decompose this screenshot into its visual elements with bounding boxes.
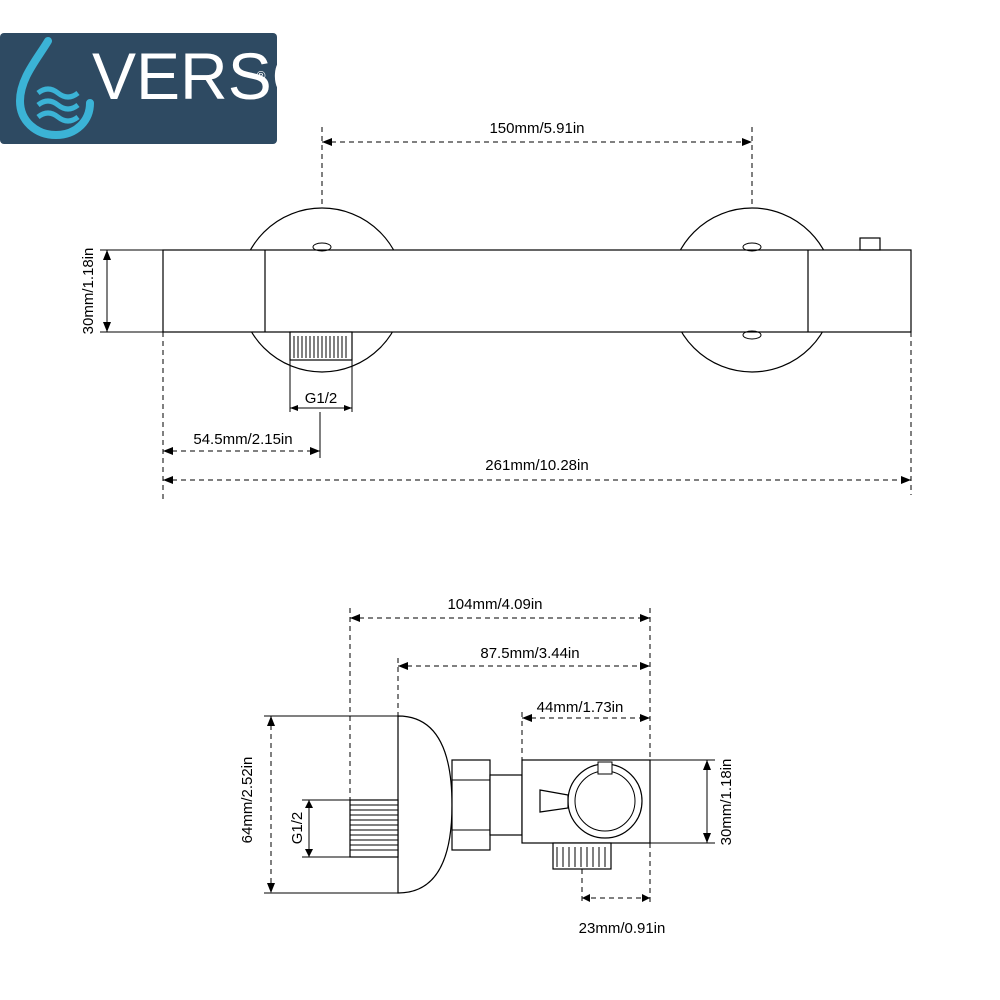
dim-offset: 54.5mm/2.15in [193,431,292,448]
dim-height: 30mm/1.18in [80,248,97,335]
handle-lever [539,789,569,813]
mount-hole-right [742,242,762,252]
connector-pipe [489,774,523,836]
mixer-body [162,249,912,333]
dim-outlet-offset: 23mm/0.91in [579,920,666,937]
dim-depth-total: 104mm/4.09in [447,596,542,613]
dim-height-total: 64mm/2.52in [239,757,256,844]
dim-thread-top: G1/2 [305,390,338,407]
dim-thread-side: G1/2 [289,812,306,845]
dim-spacing: 150mm/5.91in [489,120,584,137]
side-view: 104mm/4.09in 87.5mm/3.44in 44mm/1.73in 6… [239,596,735,937]
registered-mark: ® [255,69,267,83]
thread-lines [293,336,347,358]
side-thread-lines [350,804,398,851]
dim-depth-holder: 44mm/1.73in [537,699,624,716]
union-nut [451,759,491,851]
mount-hole-right-bottom [742,330,762,340]
inlet-thread [289,331,353,361]
brand-name: VERSO [92,39,324,113]
water-drop-icon [15,37,94,140]
safety-button [859,237,881,251]
dim-total-length: 261mm/10.28in [485,457,588,474]
top-view: 150mm/5.91in 30mm/1.18in G1/2 54.5mm/2.1… [80,120,912,500]
inlet-thread-side [349,799,399,858]
dim-holder-height: 30mm/1.18in [718,759,735,846]
dim-depth-mid: 87.5mm/3.44in [480,645,579,662]
outlet-thread [552,842,612,870]
mount-hole-left [312,242,332,252]
handle-circle [567,763,643,839]
brand-logo: VERSO ® [0,33,323,144]
wall-plate-side [397,715,453,894]
